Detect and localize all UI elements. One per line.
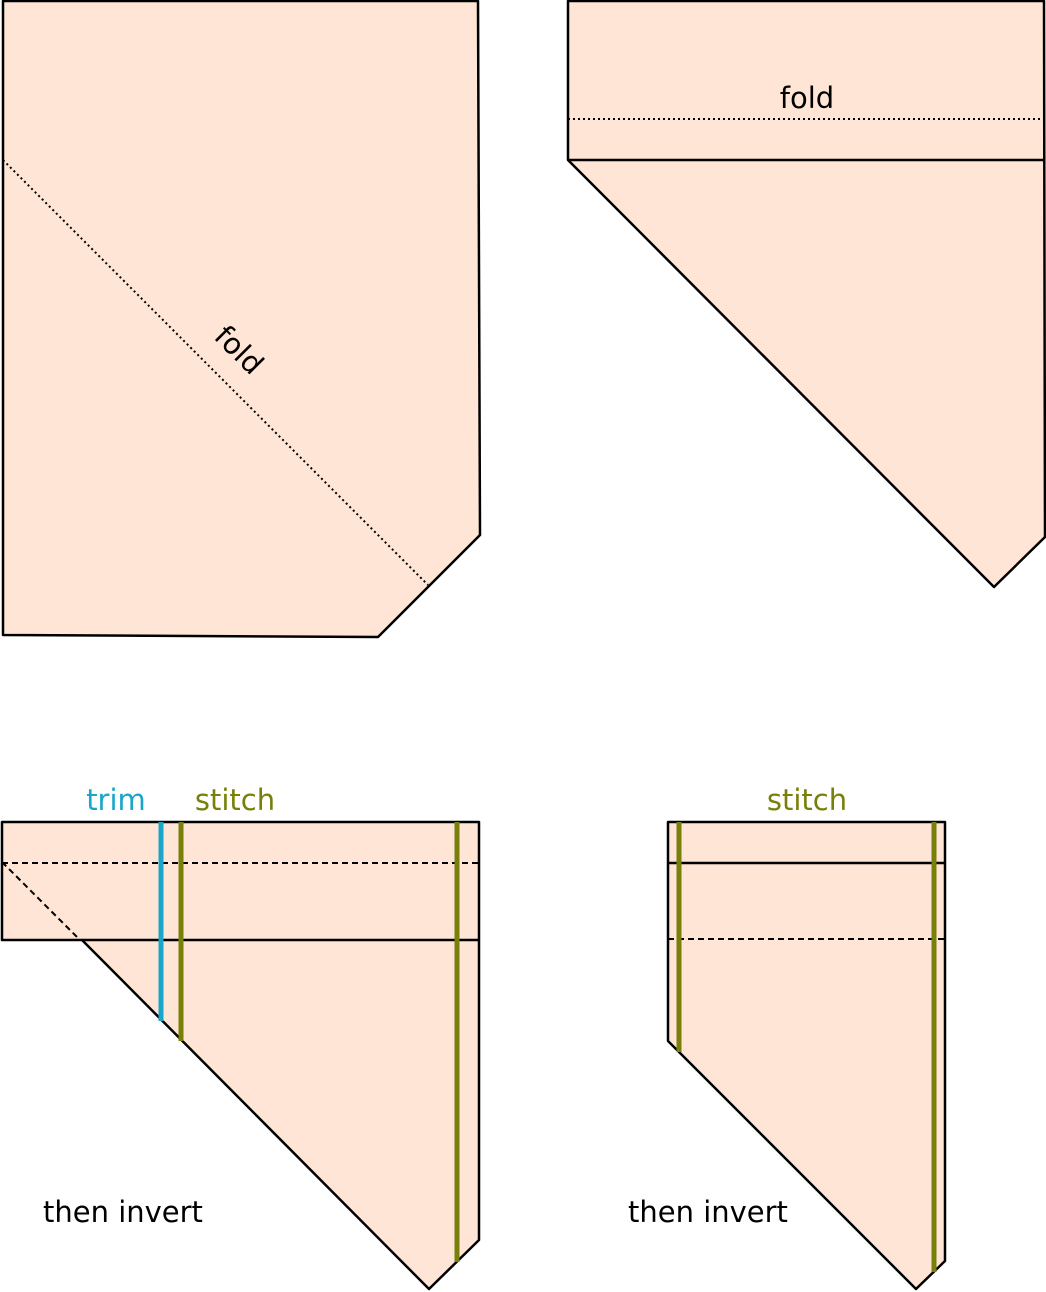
stitch-label-4: stitch [767,783,847,817]
step-1: fold [1,0,482,639]
then-invert-note-4: then invert [628,1195,788,1229]
fold-label-2: fold [780,81,834,115]
hidden-fold-dashed-diagonal [1,861,81,941]
stitch-label-3: stitch [195,783,275,817]
step-2: fold [566,0,1046,589]
fabric-piece-2 [566,0,1046,589]
fold-line-diagonal [2,159,429,586]
then-invert-note-3: then invert [43,1195,203,1229]
fabric-piece-1 [1,0,482,639]
fabric-piece-4 [666,820,947,1291]
step-3: trim stitch then invert [0,783,481,1291]
step-4: stitch then invert [628,783,947,1291]
trim-label: trim [86,783,146,817]
